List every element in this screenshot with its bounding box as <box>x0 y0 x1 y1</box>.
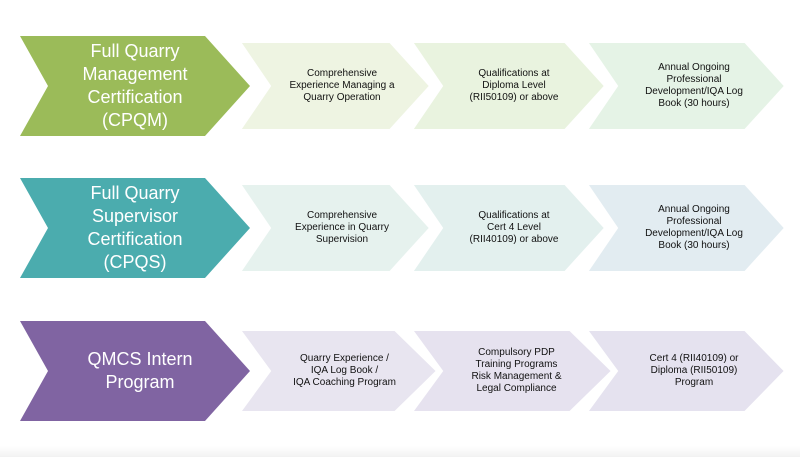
cpqs-step-1-chevron <box>238 183 432 273</box>
intern-chevrons <box>20 321 787 421</box>
intern-step-2-chevron <box>410 329 614 413</box>
intern-step-3-label: Cert 4 (RII40109) or Diploma (RII50109) … <box>649 353 739 388</box>
row-cpqm: Full Quarry Management Certification (CP… <box>0 36 800 136</box>
intern-title-chevron <box>20 321 250 421</box>
intern-step-1-label: Quarry Experience / IQA Log Book / IQA C… <box>293 353 396 388</box>
cpqs-step-3-chevron <box>585 183 787 273</box>
cpqm-chevrons <box>20 36 787 136</box>
cpqs-chevrons <box>20 178 787 278</box>
cpqs-title-chevron <box>20 178 250 278</box>
cpqm-step-2-chevron <box>410 41 607 131</box>
intern-title: QMCS Intern Program <box>87 349 193 392</box>
cpqs-step-3-label: Annual Ongoing Professional Development/… <box>645 204 743 251</box>
cpqs-title: Full Quarry Supervisor Certification (CP… <box>87 183 183 272</box>
intern-step-1-chevron <box>238 329 439 413</box>
cpqs-step-2-label: Qualifications at Cert 4 Level (RII40109… <box>469 210 559 245</box>
cpqm-title-chevron <box>20 36 250 136</box>
cpqm-step-3-chevron <box>585 41 787 131</box>
intern-step-3-chevron <box>585 329 787 413</box>
row-intern: QMCS Intern Program Quarry Experience / … <box>0 321 800 421</box>
cpqm-step-1-chevron <box>238 41 432 131</box>
intern-step-2-label: Compulsory PDP Training Programs Risk Ma… <box>471 347 562 394</box>
cpqs-step-1-label: Comprehensive Experience in Quarry Super… <box>295 210 389 245</box>
cpqm-title: Full Quarry Management Certification (CP… <box>82 41 188 130</box>
footer-band <box>0 446 800 457</box>
cpqs-step-2-chevron <box>410 183 607 273</box>
cpqm-step-2-label: Qualifications at Diploma Level (RII5010… <box>469 68 559 103</box>
row-cpqs: Full Quarry Supervisor Certification (CP… <box>0 178 800 278</box>
cpqm-step-3-label: Annual Ongoing Professional Development/… <box>645 62 743 109</box>
cpqm-step-1-label: Comprehensive Experience Managing a Quar… <box>289 68 395 103</box>
